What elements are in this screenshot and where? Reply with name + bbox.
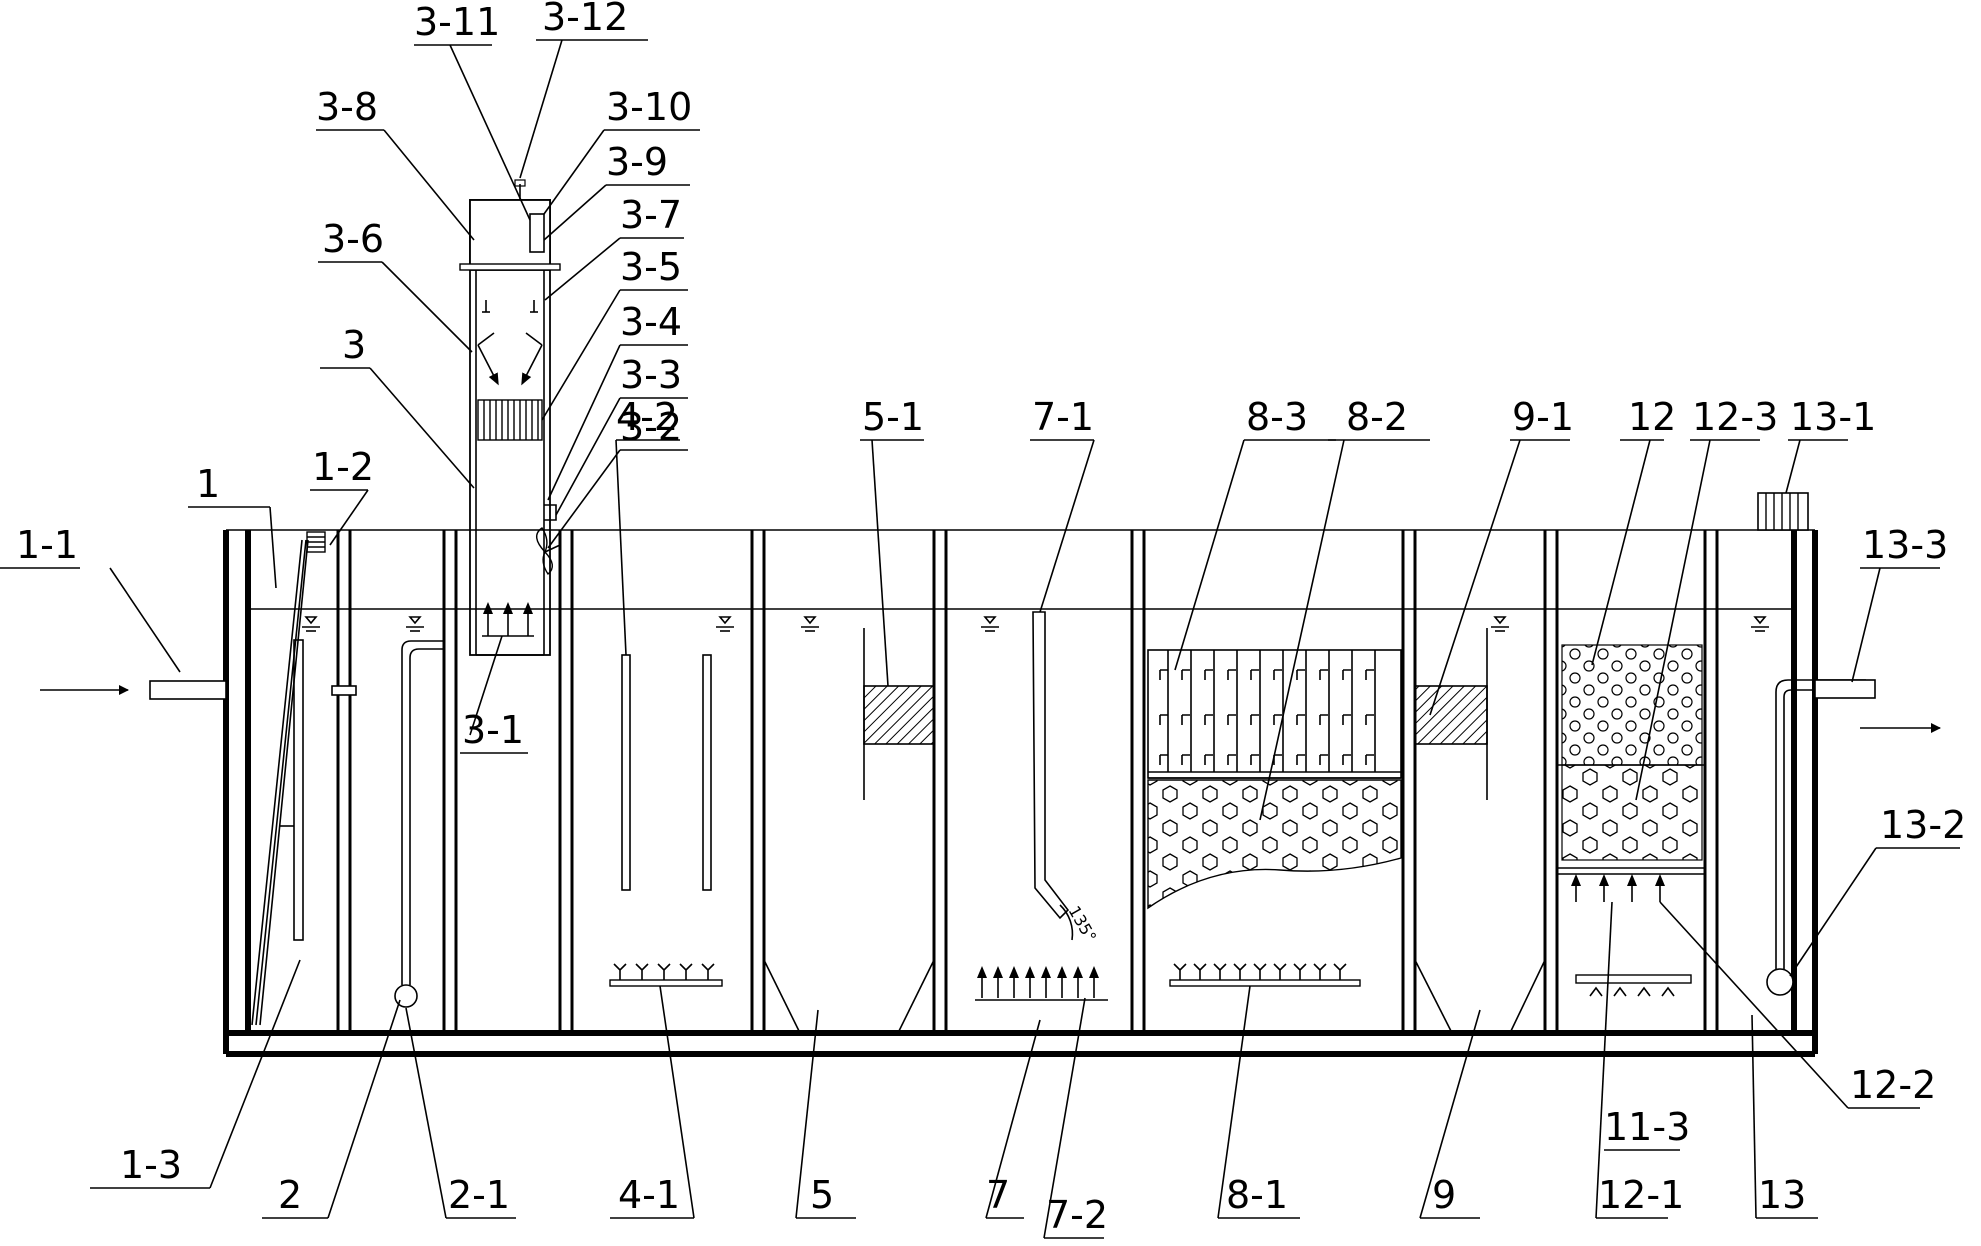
- column-3-reactor: [459, 179, 561, 656]
- partition-walls: [336, 530, 1719, 1033]
- label-8-1: 8-1: [1226, 1173, 1288, 1217]
- label-3-10: 3-10: [606, 85, 692, 129]
- cell-8-biofilter: [1147, 649, 1402, 987]
- component-labels: 1-1 1 1-2 1-3 2 2-1 3 3-6 3-8 3-11 3-12 …: [16, 0, 1966, 1237]
- label-5: 5: [810, 1173, 834, 1217]
- cell-12-filter: [1557, 644, 1705, 997]
- label-3-6: 3-6: [322, 217, 384, 261]
- label-3-3: 3-3: [620, 353, 682, 397]
- label-1: 1: [196, 462, 220, 506]
- label-3-11: 3-11: [414, 0, 500, 44]
- label-2: 2: [278, 1173, 302, 1217]
- label-12-1: 12-1: [1598, 1173, 1684, 1217]
- label-3-8: 3-8: [316, 85, 378, 129]
- label-3-7: 3-7: [620, 193, 682, 237]
- label-13-2: 13-2: [1880, 803, 1966, 847]
- label-1-1: 1-1: [16, 523, 78, 567]
- label-12-3: 12-3: [1692, 395, 1778, 439]
- cell-7-aeration: 135°: [975, 611, 1108, 1001]
- label-12-2: 12-2: [1850, 1063, 1936, 1107]
- label-3-5: 3-5: [620, 245, 682, 289]
- label-2-1: 2-1: [448, 1173, 510, 1217]
- label-3: 3: [342, 323, 366, 367]
- label-13-1: 13-1: [1790, 395, 1876, 439]
- label-3-2: 3-2: [620, 405, 682, 449]
- cell-5-settler: [763, 628, 935, 1034]
- label-3-1: 3-1: [462, 708, 524, 752]
- label-4-2: 4-2: [616, 395, 678, 439]
- label-5-1: 5-1: [862, 395, 924, 439]
- label-3-12: 3-12: [542, 0, 628, 39]
- label-9-1: 9-1: [1512, 395, 1574, 439]
- cell-13-outlet: [1757, 492, 1941, 996]
- label-3-9: 3-9: [606, 140, 668, 184]
- label-7: 7: [986, 1173, 1010, 1217]
- label-4-1: 4-1: [618, 1173, 680, 1217]
- cell-9-settler: [1414, 628, 1546, 1034]
- cell-1-screen: [251, 531, 357, 1026]
- label-13: 13: [1758, 1173, 1806, 1217]
- label-13-3: 13-3: [1862, 523, 1948, 567]
- tank-outline: [223, 529, 1818, 1057]
- label-1-2: 1-2: [312, 445, 374, 489]
- label-1-3: 1-3: [120, 1143, 182, 1187]
- label-8-2: 8-2: [1346, 395, 1408, 439]
- angle-annotation: 135°: [1065, 903, 1101, 946]
- water-level-symbols: [302, 616, 1769, 632]
- cell-2-pump: [394, 640, 444, 1008]
- label-9: 9: [1432, 1173, 1456, 1217]
- leader-lines: [0, 39, 1960, 1239]
- label-8-3: 8-3: [1246, 395, 1308, 439]
- label-7-2: 7-2: [1046, 1193, 1108, 1237]
- label-3-4: 3-4: [620, 300, 682, 344]
- label-7-1: 7-1: [1032, 395, 1094, 439]
- inlet-pipe: [40, 680, 227, 700]
- label-12: 12: [1628, 395, 1676, 439]
- cell-4-aeration: [609, 654, 723, 987]
- label-11-3: 11-3: [1604, 1105, 1690, 1149]
